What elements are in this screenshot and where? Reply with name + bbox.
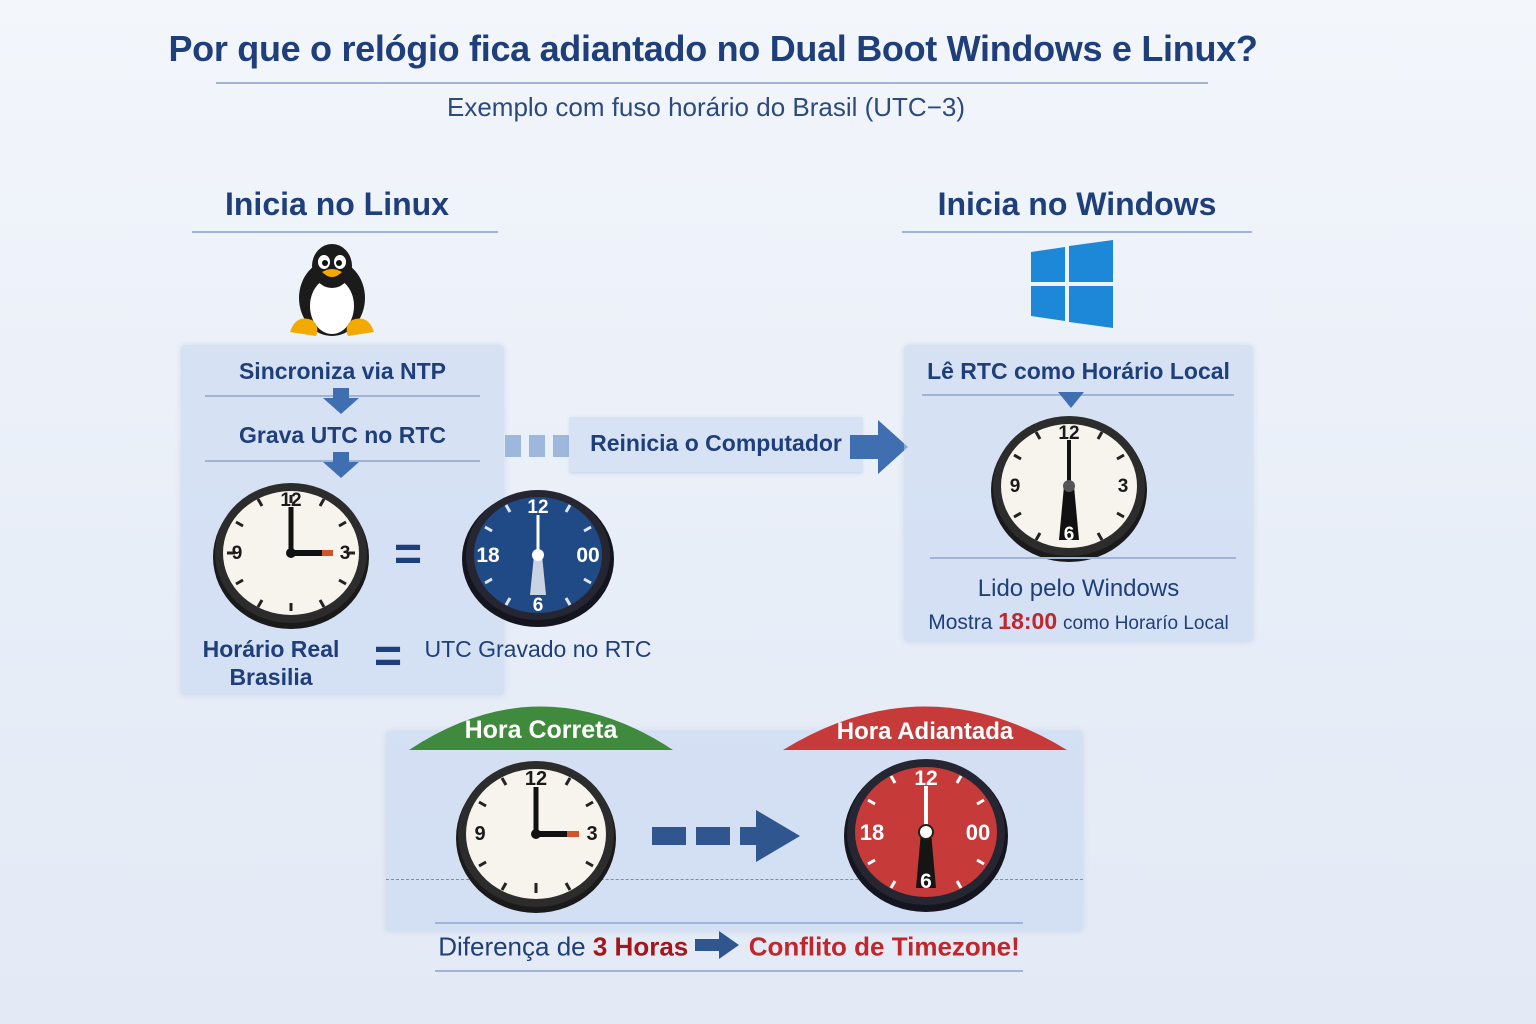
windows-divider bbox=[930, 557, 1236, 559]
shows-suffix: como Horarío Local bbox=[1062, 613, 1229, 634]
clock-windows: 12 3 9 6 bbox=[989, 410, 1149, 562]
correct-banner-label: Hora Correta bbox=[464, 716, 618, 744]
down-arrow-icon bbox=[322, 388, 360, 414]
summary-divider-bottom bbox=[435, 970, 1023, 972]
clock-wrong: 12 00 18 6 bbox=[841, 752, 1011, 912]
down-arrow-icon bbox=[1058, 392, 1084, 408]
clock-utc-rtc: 12 00 6 18 bbox=[460, 485, 616, 627]
summary-arrow-icon bbox=[695, 931, 741, 966]
clock-numeral: 9 bbox=[1010, 476, 1021, 497]
clock-numeral: 6 bbox=[1064, 524, 1075, 545]
diff-value: 3 Horas bbox=[592, 931, 689, 962]
linux-step-ntp: Sincroniza via NTP bbox=[238, 358, 447, 384]
equals-sign: = bbox=[394, 528, 423, 581]
clock-numeral: 12 bbox=[280, 490, 301, 511]
reboot-label: Reinicia o Computador bbox=[590, 430, 842, 456]
label-local-time: Horário Real Brasilia bbox=[202, 636, 340, 690]
clock-numeral: 3 bbox=[1118, 476, 1129, 497]
clock-numeral: 00 bbox=[966, 820, 990, 845]
clock-numeral: 12 bbox=[525, 768, 547, 790]
clock-numeral: 18 bbox=[860, 820, 884, 845]
clock-local-linux: 12 3 9 bbox=[210, 477, 372, 629]
clock-numeral: 6 bbox=[533, 595, 544, 616]
clock-numeral: 12 bbox=[914, 767, 937, 790]
shows-prefix: Mostra bbox=[928, 611, 993, 634]
windows-shows-line: Mostra 18:00 como Horarío Local bbox=[904, 608, 1253, 635]
clock-numeral: 6 bbox=[920, 870, 932, 893]
title-divider bbox=[216, 82, 1208, 84]
correct-banner bbox=[409, 693, 673, 756]
clock-numeral: 00 bbox=[576, 544, 599, 567]
clock-correct: 12 3 9 bbox=[453, 755, 619, 913]
linux-heading: Inicia no Linux bbox=[224, 186, 449, 222]
dashed-right-arrow-icon bbox=[652, 808, 802, 869]
linux-heading-divider bbox=[192, 231, 498, 233]
dashed-arrow-tail bbox=[505, 433, 575, 464]
clock-numeral: 18 bbox=[476, 544, 500, 567]
windows-heading: Inicia no Windows bbox=[937, 186, 1217, 222]
page-title: Por que o relógio fica adiantado no Dual… bbox=[168, 28, 1258, 69]
page-subtitle: Exemplo com fuso horário do Brasil (UTC−… bbox=[446, 92, 966, 122]
conflict-label: Conflito de Timezone! bbox=[748, 931, 1020, 962]
clock-numeral: 9 bbox=[474, 823, 485, 845]
comparison-dashed-line bbox=[386, 879, 1083, 880]
wrong-banner-label: Hora Adiantada bbox=[836, 718, 1014, 745]
label-utc-rtc: UTC Gravado no RTC bbox=[424, 636, 652, 662]
summary-line: Diferença de 3 Horas Conflito de Timezon… bbox=[435, 931, 1023, 966]
wrong-banner bbox=[783, 693, 1067, 756]
windows-step-read-rtc: Lê RTC como Horário Local bbox=[927, 358, 1230, 384]
diff-prefix: Diferença de bbox=[438, 931, 586, 962]
tux-penguin-icon bbox=[284, 240, 380, 345]
clock-numeral: 3 bbox=[340, 543, 351, 564]
windows-logo-icon bbox=[1031, 240, 1115, 333]
down-arrow-icon bbox=[322, 452, 360, 478]
right-arrow-icon bbox=[850, 420, 910, 479]
clock-numeral: 12 bbox=[527, 497, 548, 518]
clock-numeral: 3 bbox=[586, 823, 597, 845]
equals-sign: = bbox=[374, 630, 403, 683]
linux-step-utc: Grava UTC no RTC bbox=[238, 422, 447, 448]
clock-numeral: 12 bbox=[1058, 423, 1079, 444]
summary-divider-top bbox=[435, 922, 1023, 924]
windows-read-label: Lido pelo Windows bbox=[977, 575, 1180, 602]
reboot-label-box bbox=[570, 417, 862, 472]
clock-numeral: 9 bbox=[232, 543, 243, 564]
windows-heading-divider bbox=[902, 231, 1252, 233]
shows-time: 18:00 bbox=[998, 608, 1058, 634]
